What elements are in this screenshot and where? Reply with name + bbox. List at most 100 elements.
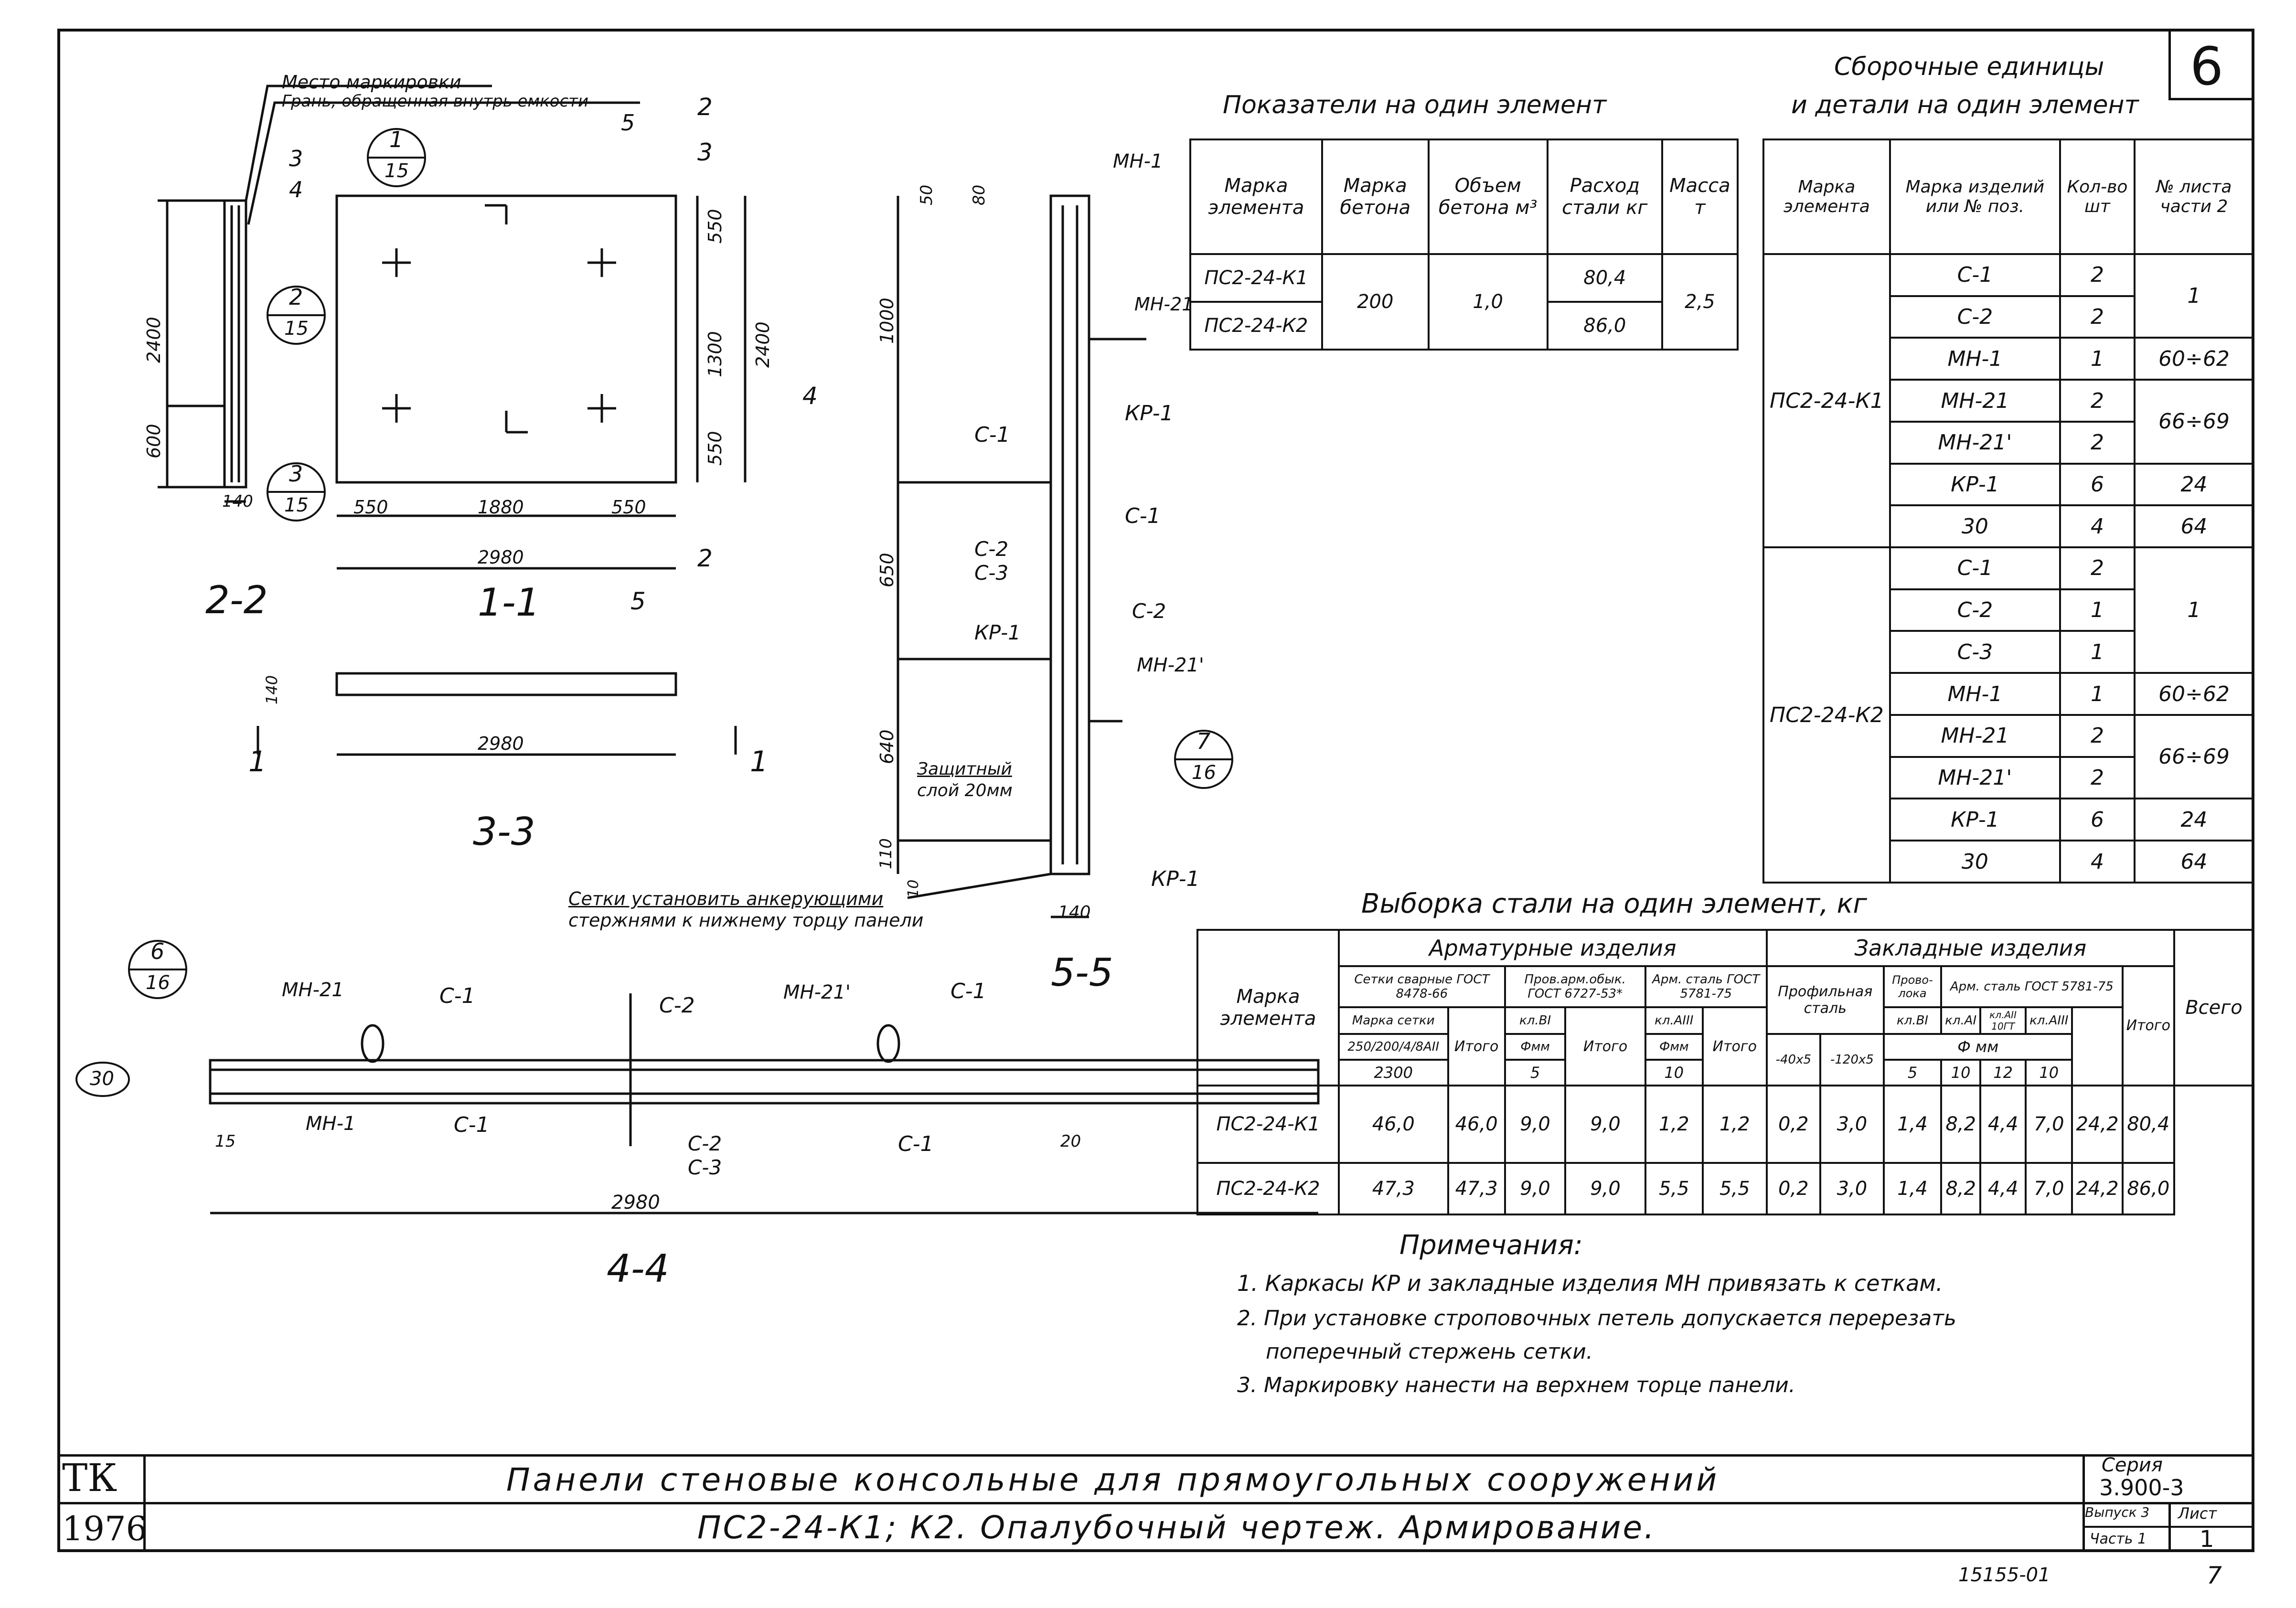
dim-1880: 1880 [478,497,524,518]
tb-title-2: ПС2-24-К1; К2. Опалубочный чертеж. Армир… [697,1509,1656,1546]
asm-k2-qty-5: 2 [2059,756,2136,800]
dim-600-left: 600 [143,424,164,458]
asm-k1-mark: ПС2-24-К1 [1762,253,1891,549]
steel-title: Выборка стали на один элемент, кг [1361,888,1867,919]
label-5-5-c3: С-3 [974,561,1009,585]
label-4-4-c1-a: С-1 [439,984,475,1008]
ind-h-volume: Объем бетона м³ [1427,138,1548,255]
steel-k2-mark: ПС2-24-К2 [1196,1162,1340,1215]
ind-h-concrete: Марка бетона [1321,138,1430,255]
label-4-4-c1-b: С-1 [950,979,986,1003]
tb-series: 3.900-3 [2099,1475,2184,1501]
asm-h-mark: Марка элемента [1762,138,1891,255]
asm-k2-sheet-3: 24 [2133,798,2255,842]
asm-k2-mark: ПС2-24-К2 [1762,546,1891,884]
asm-k2-item-3: МН-1 [1889,672,2061,716]
label-4-4-c2: С-2 [659,993,695,1018]
asm-k2-item-4: МН-21 [1889,713,2061,758]
asm-k1-qty-0: 2 [2059,253,2136,297]
label-5-5-mn21p: МН-21' [1137,654,1204,676]
asm-k2-item-1: С-2 [1889,588,2061,632]
steel-k1-v8: 1,4 [1882,1085,1943,1164]
dim-20: 20 [1060,1132,1081,1151]
dim-110: 110 [876,838,896,869]
steel-k1-v4: 1,2 [1644,1085,1704,1164]
steel-h-mark: Марка элемента [1196,928,1340,1087]
steel-k2-v12: 24,2 [2071,1162,2124,1215]
asm-h-sheet: № листа части 2 [2133,138,2255,255]
cut-mark-2-bottom: 2 [697,544,713,572]
section-4-4-outline [209,1059,1320,1105]
steel-h-mesh-mark: Марка сетки [1338,1006,1449,1035]
ind-steel-k2: 86,0 [1546,301,1663,351]
steel-h-kla2: кл.АII 10ГТ [1979,1006,2027,1035]
label-5-5-kr1-b: КР-1 [974,621,1021,644]
bubble-1-den: 15 [384,160,409,182]
dim-140-c: 140 [1058,903,1091,922]
asm-k1-item-6: 30 [1889,504,2061,549]
steel-k1-v1: 46,0 [1447,1085,1506,1164]
steel-h-armst: Арм. сталь ГОСТ 5781-75 [1644,965,1768,1008]
tb-doc-no: 15155-01 [1958,1564,2050,1586]
steel-h-prof: Профильная сталь [1765,965,1885,1035]
asm-k1-sheet-1: 60÷62 [2133,337,2255,381]
tb-issue: Выпуск 3 [2085,1504,2150,1520]
note-3: 3. Маркировку нанести на верхнем торце п… [1237,1373,1795,1397]
ind-volume: 1,0 [1427,253,1548,351]
steel-k1-v2: 9,0 [1504,1085,1567,1164]
steel-h-fmm-b: Фмм [1644,1033,1704,1061]
ind-concrete: 200 [1321,253,1430,351]
bubble-7-den: 16 [1192,762,1216,784]
bubble-2-den: 15 [284,318,309,340]
asm-k1-qty-5: 6 [2059,462,2136,507]
asm-k2-qty-7: 4 [2059,840,2136,884]
asm-h-qty: Кол-во шт [2059,138,2136,255]
protective-layer-1: Защитный [917,759,1012,779]
asm-k2-qty-1: 1 [2059,588,2136,632]
steel-h-itogo-2: Итого [1564,1006,1646,1087]
bubble-7-num: 7 [1196,728,1211,754]
marking-place-label: Место маркировки [282,72,461,93]
steel-h-e10b: 10 [2025,1059,2073,1087]
steel-table: Марка элемента Арматурные изделия Заклад… [1196,928,2254,1215]
asm-k2-qty-6: 6 [2059,798,2136,842]
steel-h-klb1: кл.ВI [1504,1006,1567,1035]
asm-k2-qty-2: 1 [2059,630,2136,674]
dim-15: 15 [215,1132,236,1151]
asm-k2-item-0: С-1 [1889,546,2061,590]
asm-k1-item-3: МН-21 [1889,379,2061,423]
steel-k2-v0: 47,3 [1338,1162,1449,1215]
dim-140-b: 140 [263,675,281,704]
steel-h-mesh-sub: 250/200/4/8АII [1338,1033,1449,1061]
section-title-4-4: 4-4 [607,1246,669,1291]
asm-k1-item-5: КР-1 [1889,462,2061,507]
label-5-5-mn1: МН-1 [1113,150,1163,172]
dim-640: 640 [876,729,897,764]
label-4-4-mn21: МН-21 [282,979,344,1001]
dim-550-a: 550 [353,497,388,518]
steel-k2-v3: 9,0 [1564,1162,1646,1215]
ind-h-mark: Марка элемента [1189,138,1323,255]
section-title-1-1: 1-1 [478,580,540,625]
steel-h-e5: 5 [1882,1059,1943,1087]
asm-k2-qty-0: 2 [2059,546,2136,590]
asm-k2-item-6: КР-1 [1889,798,2061,842]
steel-h-kla1: кл.АI [1940,1006,1982,1035]
cut-mark-3: 3 [697,138,713,166]
steel-k2-v8: 1,4 [1882,1162,1943,1215]
tb-year: 1976 [62,1509,148,1548]
label-4-4-mn21p: МН-21' [783,981,851,1003]
steel-k2-v5: 5,5 [1701,1162,1768,1215]
bubble-2-num: 2 [289,284,303,310]
assembly-title-1: Сборочные единицы [1834,53,2104,81]
indicators-title: Показатели на один элемент [1223,91,1607,119]
steel-h-itogo-e: Итого [2121,965,2176,1087]
ind-h-mass: Масса т [1661,138,1739,255]
steel-h-total: Всего [2173,928,2254,1087]
tb-title-1: Панели стеновые консольные для прямоугол… [506,1461,1720,1498]
asm-h-item: Марка изделий или № поз. [1889,138,2061,255]
dim-2400-left: 2400 [143,317,164,363]
section-title-2-2: 2-2 [205,578,268,622]
dim-2980: 2980 [478,547,524,568]
